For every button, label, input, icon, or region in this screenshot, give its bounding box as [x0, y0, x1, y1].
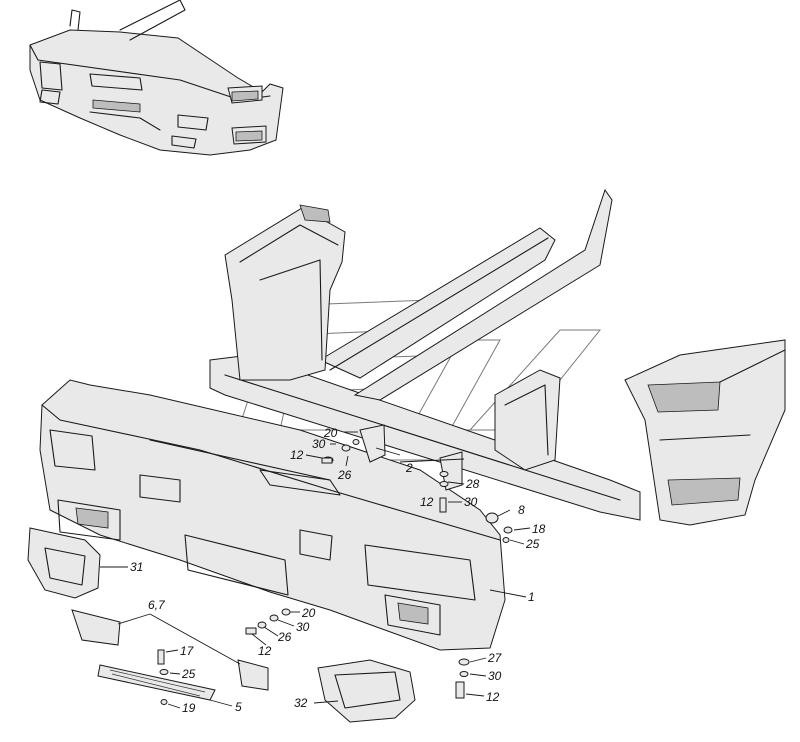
- callout-26-a: 26: [337, 468, 352, 482]
- leader-lines: [100, 431, 531, 709]
- callout-18: 18: [532, 522, 546, 536]
- callout-8: 8: [518, 503, 525, 517]
- callout-20-b: 20: [301, 606, 316, 620]
- callout-19: 19: [182, 701, 196, 715]
- grille-mesh: [97, 664, 216, 701]
- callout-17: 17: [180, 644, 195, 658]
- fasteners: [157, 439, 513, 705]
- callout-12-a: 12: [290, 448, 304, 462]
- callout-5: 5: [235, 700, 242, 714]
- cover-plate-right: [237, 659, 269, 691]
- callout-28: 28: [465, 477, 480, 491]
- assembled-bumper-view: [29, 0, 284, 156]
- callout-12-c: 12: [258, 644, 272, 658]
- callout-30-b: 30: [464, 495, 478, 509]
- callout-30-d: 30: [488, 669, 502, 683]
- bumper-shell: [39, 379, 506, 651]
- callout-31: 31: [130, 560, 143, 574]
- callout-32: 32: [294, 696, 308, 710]
- callout-26-b: 26: [277, 630, 292, 644]
- callout-27: 27: [487, 651, 503, 665]
- callout-25-b: 25: [181, 667, 196, 681]
- bumper-frame: [209, 188, 786, 526]
- callout-25-a: 25: [525, 537, 540, 551]
- lamp-housing-left: [27, 527, 101, 599]
- callout-1: 1: [528, 590, 535, 604]
- lamp-housing-right: [317, 659, 416, 723]
- callout-30-a: 30: [312, 437, 326, 451]
- callout-12-d: 12: [486, 690, 500, 704]
- callout-labels: 1 2 5 6,7 8 12 12 12 12 17 18 19 20 20 2…: [130, 426, 546, 715]
- callout-30-c: 30: [296, 620, 310, 634]
- callout-6-7: 6,7: [148, 598, 166, 612]
- callout-12-b: 12: [420, 495, 434, 509]
- callout-2: 2: [405, 461, 413, 475]
- callout-20-a: 20: [323, 426, 338, 440]
- cover-plate-left: [71, 609, 121, 646]
- mounting-brackets: [359, 424, 463, 491]
